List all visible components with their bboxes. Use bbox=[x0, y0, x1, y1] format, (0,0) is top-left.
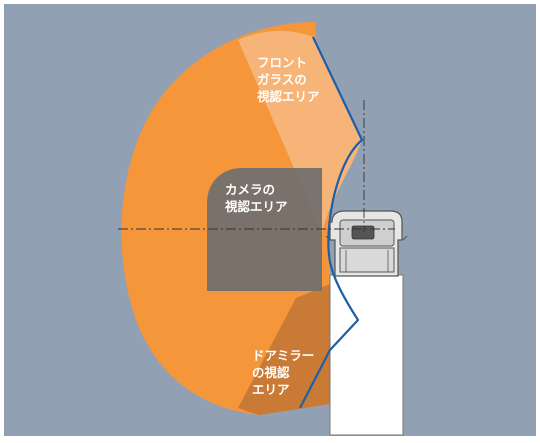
windshield-label-line-2: ガラスの bbox=[257, 72, 307, 87]
door-mirror-label-line-2: の視認 bbox=[252, 365, 290, 380]
windshield-view-area bbox=[238, 30, 362, 233]
camera-label-line-2: 視認エリア bbox=[225, 199, 288, 214]
truck-body bbox=[329, 274, 404, 436]
camera-unit-icon bbox=[351, 225, 375, 240]
camera-label-line-1: カメラの bbox=[225, 182, 276, 197]
door-mirror-area-label: ドアミラー の視認 エリア bbox=[252, 347, 314, 398]
visibility-boundary-line bbox=[299, 36, 364, 409]
door-mirror-label-line-1: ドアミラー bbox=[252, 348, 315, 363]
windshield-label-line-1: フロント bbox=[257, 55, 308, 70]
camera-view-box bbox=[207, 168, 322, 291]
door-mirror-label-line-3: エリア bbox=[252, 382, 290, 397]
truck-cab bbox=[325, 210, 408, 277]
camera-area-label: カメラの 視認エリア bbox=[225, 181, 288, 215]
windshield-label-line-3: 視認エリア bbox=[257, 89, 320, 104]
windshield-area-label: フロント ガラスの 視認エリア bbox=[257, 54, 320, 105]
door-mirror-view-area bbox=[238, 284, 330, 415]
